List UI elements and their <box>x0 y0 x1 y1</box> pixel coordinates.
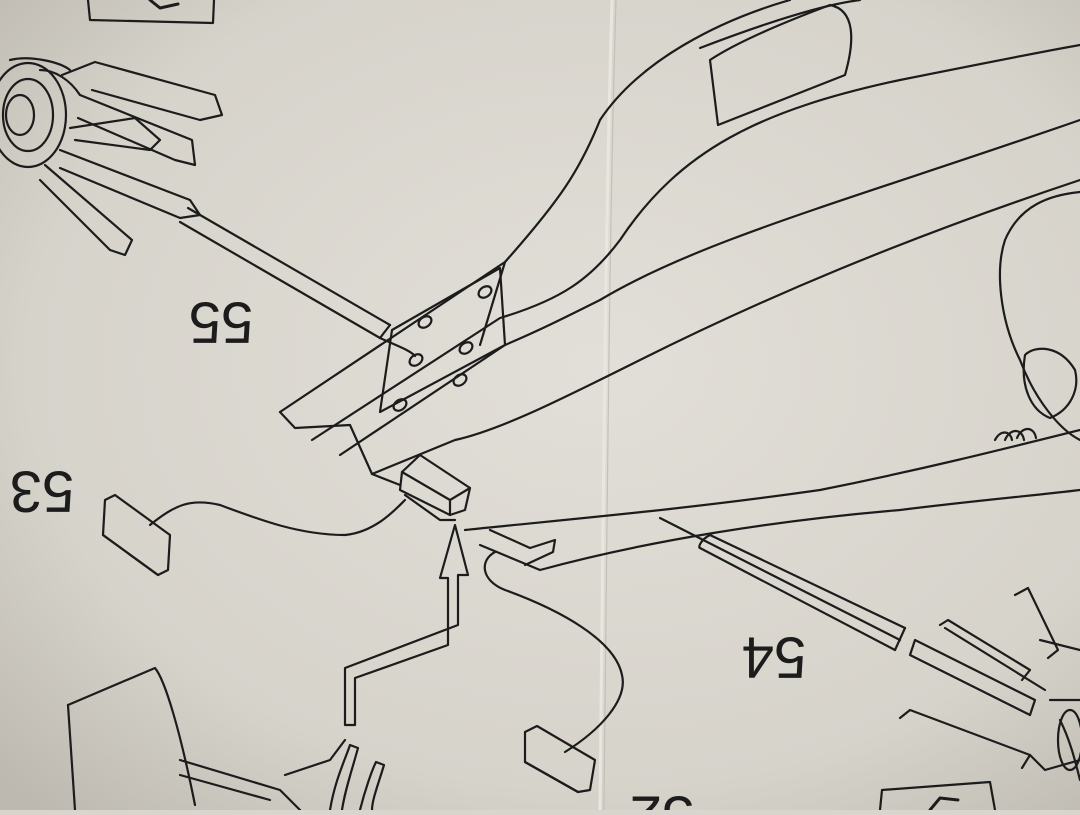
wing-root-plate <box>378 266 507 414</box>
corner-box-bottom-right <box>878 780 997 812</box>
mounting-block <box>398 453 557 567</box>
label-54: 54 <box>742 625 807 690</box>
label-52: 52 <box>630 784 695 810</box>
rotor-assembly-lower <box>898 586 1080 782</box>
assembly-arrow <box>343 523 470 727</box>
lower-left-structure <box>66 666 386 812</box>
label-55: 55 <box>189 290 254 355</box>
label-53: 53 <box>10 459 75 524</box>
leader-line-53 <box>148 498 407 537</box>
engine-intake <box>993 190 1080 442</box>
paper-fold-crease <box>598 0 614 811</box>
rotor-assembly-upper <box>0 57 224 257</box>
fuselage-outline <box>278 0 1080 572</box>
leader-line-52 <box>483 550 624 754</box>
part-54-tail-rod <box>658 516 907 652</box>
part-55-rotor-rod <box>178 206 417 358</box>
corner-box-top-left <box>86 0 216 25</box>
